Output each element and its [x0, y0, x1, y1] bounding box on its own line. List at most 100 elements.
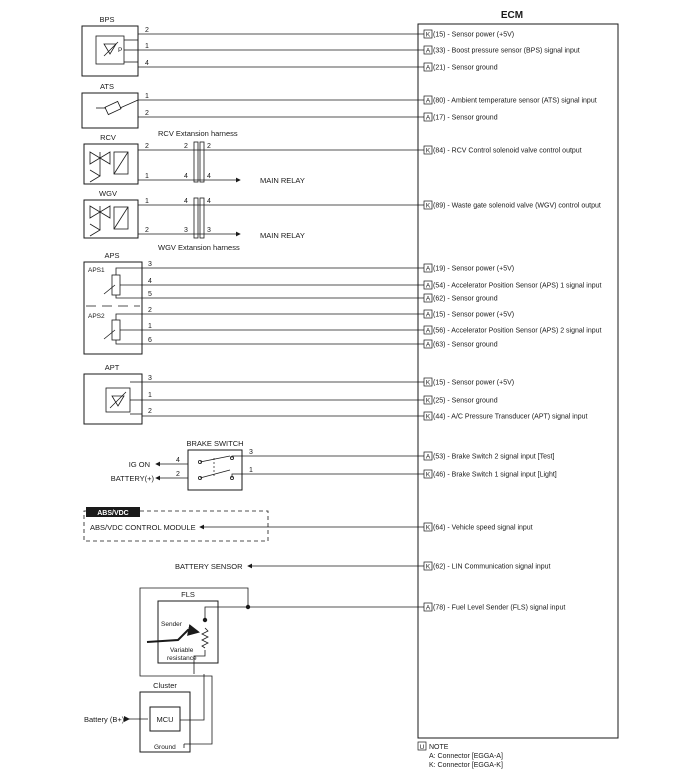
signal-label: (46) - Brake Switch 1 signal input [Ligh…	[433, 472, 557, 479]
pin-label: 2	[145, 227, 149, 234]
signal-label: (15) - Sensor power (+5V)	[433, 380, 514, 387]
ecm-pin-row: K(15) - Sensor power (+5V)	[423, 29, 514, 39]
wgv-main-relay: MAIN RELAY	[260, 231, 305, 240]
rcv-label: RCV	[100, 133, 116, 142]
aps1-label: APS1	[88, 267, 105, 274]
wgv-valve: WGV	[83, 189, 139, 239]
pin-number: (80)	[433, 98, 445, 105]
signal-label: (53) - Brake Switch 2 signal input [Test…	[433, 454, 554, 461]
pin-label: 3	[249, 449, 253, 456]
signal-description: - Sensor ground	[445, 115, 497, 122]
ecm-pin-row: A(63) - Sensor ground	[423, 339, 498, 349]
pin-label: 2	[184, 143, 188, 150]
connector-letter: K	[426, 525, 431, 532]
pin-label: 2	[148, 408, 152, 415]
signal-description: - Sensor power (+5V)	[445, 380, 514, 387]
signal-description: - Fuel Level Sender (FLS) signal input	[445, 605, 565, 612]
signal-label: (63) - Sensor ground	[433, 342, 498, 349]
pin-number: (53)	[433, 454, 445, 461]
pin-number: (56)	[433, 328, 445, 335]
pin-label: 1	[148, 323, 152, 330]
pin-label: 1	[249, 467, 253, 474]
wgv-extension-harness	[193, 197, 205, 239]
signal-description: - Sensor ground	[445, 65, 497, 72]
signal-description: - Accelerator Position Sensor (APS) 1 si…	[445, 283, 601, 290]
wgv-label: WGV	[99, 189, 117, 198]
svg-text:P: P	[118, 47, 122, 54]
signal-description: - Waste gate solenoid valve (WGV) contro…	[445, 203, 600, 210]
pin-label: 1	[148, 392, 152, 399]
rcv-extension-harness	[193, 141, 205, 183]
signal-description: - Sensor ground	[445, 398, 497, 405]
signal-label: (62) - LIN Communication signal input	[433, 564, 551, 571]
ecm-pin-row: A(54) - Accelerator Position Sensor (APS…	[423, 280, 602, 290]
connector-letter: K	[426, 472, 431, 479]
ecm-pin-row: A(53) - Brake Switch 2 signal input [Tes…	[423, 451, 554, 461]
fls-label: FLS	[181, 590, 195, 599]
signal-label: (64) - Vehicle speed signal input	[433, 525, 533, 532]
pin-label: 4	[207, 198, 211, 205]
ground-label: Ground	[154, 744, 176, 751]
connector-letter: A	[426, 605, 431, 612]
pin-label: 2	[145, 27, 149, 34]
pin-number: (63)	[433, 342, 445, 349]
ecm-pin-row: A(56) - Accelerator Position Sensor (APS…	[423, 325, 602, 335]
pin-number: (64)	[433, 525, 445, 532]
pin-label: 1	[145, 43, 149, 50]
apt-sensor: APT	[83, 363, 143, 425]
ecm-title: ECM	[501, 10, 523, 21]
variable-label-2: resistance	[167, 655, 197, 662]
connector-letter: A	[426, 65, 431, 72]
signal-label: (25) - Sensor ground	[433, 398, 498, 405]
ecm-pin-row: A(33) - Boost pressure sensor (BPS) sign…	[423, 45, 580, 55]
pin-number: (44)	[433, 414, 445, 421]
aps-label: APS	[104, 251, 119, 260]
signal-description: - LIN Communication signal input	[445, 564, 550, 571]
pin-label: 1	[145, 93, 149, 100]
note-title: NOTE	[429, 744, 449, 751]
pin-label: 4	[184, 173, 188, 180]
rcv-main-relay: MAIN RELAY	[260, 176, 305, 185]
pin-label: 4	[145, 60, 149, 67]
ecm-pin-row: K(44) - A/C Pressure Transducer (APT) si…	[423, 411, 588, 421]
bps-sensor: BPS P	[81, 15, 139, 77]
ecm-pin-row: A(15) - Sensor power (+5V)	[423, 309, 514, 319]
pin-number: (62)	[433, 296, 445, 303]
pin-label: 3	[207, 227, 211, 234]
signal-description: - Sensor ground	[445, 342, 497, 349]
signal-label: (89) - Waste gate solenoid valve (WGV) c…	[433, 203, 601, 210]
pin-label: 4	[184, 198, 188, 205]
pin-label: 3	[148, 261, 152, 268]
ecm-pin-row: A(17) - Sensor ground	[423, 112, 498, 122]
signal-label: (44) - A/C Pressure Transducer (APT) sig…	[433, 414, 588, 421]
signal-label: (54) - Accelerator Position Sensor (APS)…	[433, 283, 602, 290]
pin-number: (21)	[433, 65, 445, 72]
brake-switch-label: BRAKE SWITCH	[186, 439, 243, 448]
ecm-pin-row: K(64) - Vehicle speed signal input	[423, 522, 533, 532]
signal-description: - Sensor power (+5V)	[445, 312, 514, 319]
connector-letter: A	[426, 98, 431, 105]
connector-letter: K	[426, 414, 431, 421]
cluster-label: Cluster	[153, 681, 177, 690]
connector-letter: K	[426, 203, 431, 210]
pin-number: (89)	[433, 203, 445, 210]
ecm-pin-list: K(15) - Sensor power (+5V)A(33) - Boost …	[423, 29, 602, 612]
aps-sensor: APS APS1 APS2	[83, 251, 143, 355]
note-line-a: A: Connector [EGGA-A]	[429, 753, 503, 760]
wgv-harness-label: WGV Extansion harness	[158, 243, 240, 252]
sender-label: Sender	[161, 621, 183, 628]
note-line-k: K: Connector [EGGA-K]	[429, 762, 503, 769]
pin-label: 6	[148, 337, 152, 344]
ecm-pin-row: A(78) - Fuel Level Sender (FLS) signal i…	[423, 602, 565, 612]
abs-vdc-tag: ABS/VDC	[97, 510, 129, 517]
brake-switch: BRAKE SWITCH	[186, 439, 244, 491]
signal-description: - Sensor power (+5V)	[445, 32, 514, 39]
rcv-valve: RCV	[83, 133, 139, 185]
connector-letter: A	[426, 296, 431, 303]
ig-on-label: IG ON	[129, 460, 150, 469]
bps-label: BPS	[99, 15, 114, 24]
ecm-pin-row: A(62) - Sensor ground	[423, 293, 498, 303]
signal-label: (56) - Accelerator Position Sensor (APS)…	[433, 328, 602, 335]
fls-cluster-frame: FLS Sender Variable resistance Cluster M…	[139, 587, 249, 753]
signal-label: (33) - Boost pressure sensor (BPS) signa…	[433, 48, 580, 55]
